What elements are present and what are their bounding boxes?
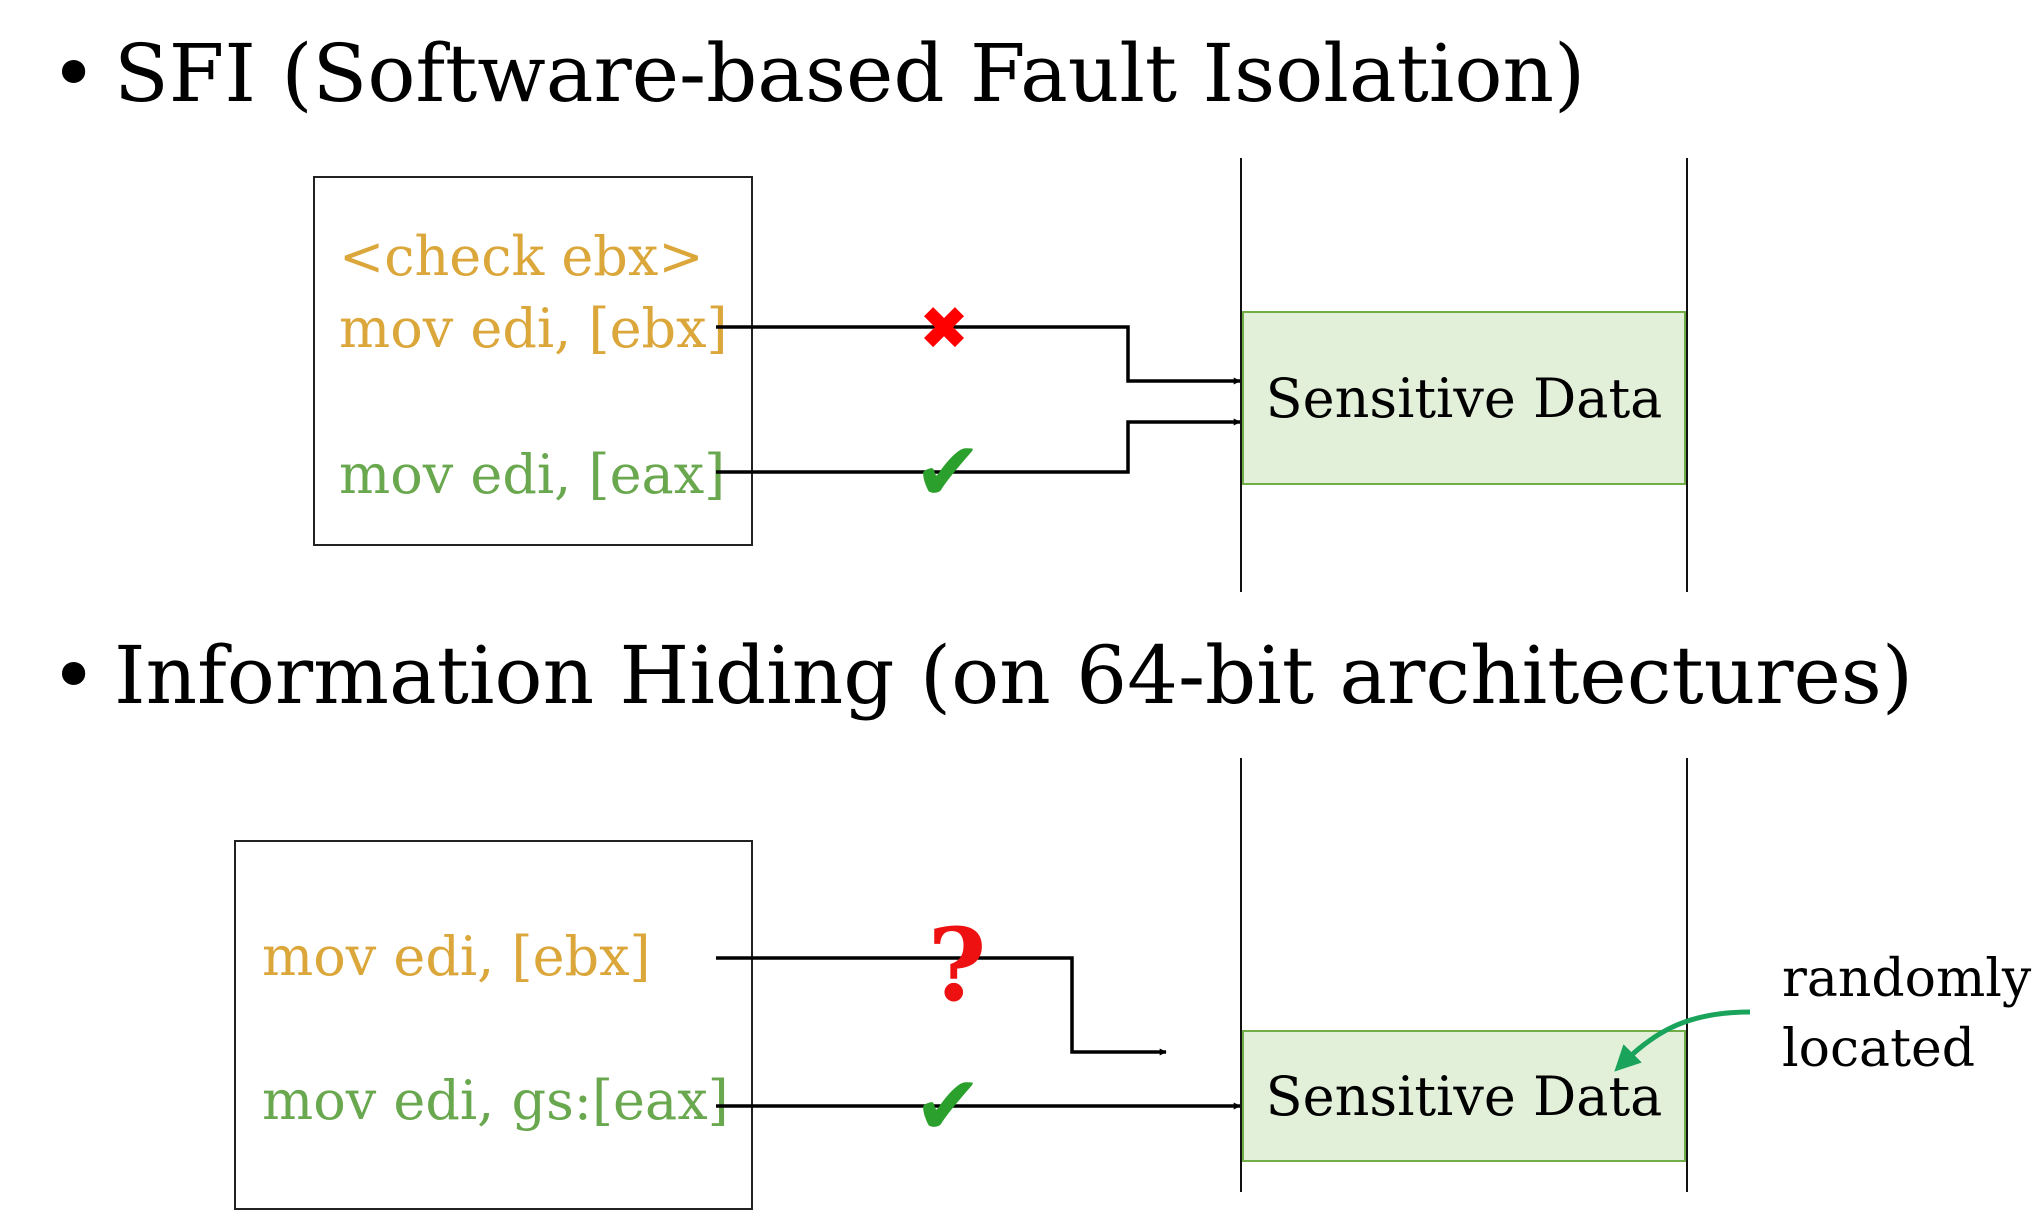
sfi-code-line-mov-ebx: mov edi, [ebx] (339, 297, 728, 360)
randomly-located-arrow (1614, 1009, 1751, 1072)
sfi-checked-access-arrow (716, 418, 1241, 474)
info-hiding-code-line-mov-gs-eax: mov edi, gs:[eax] (262, 1069, 729, 1132)
info-hiding-code-line-mov-ebx: mov edi, [ebx] (262, 925, 651, 988)
cross-mark-icon: ✖ (919, 294, 969, 364)
sfi-code-box: <check ebx> mov edi, [ebx] mov edi, [eax… (313, 176, 753, 546)
randomly-located-note: randomly located (1782, 944, 2031, 1084)
sfi-sensitive-data-label: Sensitive Data (1265, 366, 1663, 430)
sfi-memory-right-boundary (1686, 158, 1688, 592)
note-line-1: randomly (1782, 949, 2032, 1009)
sfi-sensitive-data-box: Sensitive Data (1242, 311, 1686, 485)
sfi-bullet: • (50, 27, 98, 120)
sfi-code-line-mov-eax: mov edi, [eax] (339, 443, 726, 506)
sfi-unchecked-access-arrow (716, 325, 1241, 385)
info-hiding-unknown-access-arrow (716, 956, 1167, 1056)
sfi-code-line-check: <check ebx> (339, 225, 704, 288)
info-hiding-memory-right-boundary (1686, 758, 1688, 1192)
check-mark-icon: ✔ (914, 425, 983, 520)
info-hiding-sensitive-data-box: Sensitive Data (1242, 1030, 1686, 1162)
info-hiding-code-box: mov edi, [ebx] mov edi, gs:[eax] (234, 840, 753, 1210)
sfi-heading-text: SFI (Software-based Fault Isolation) (114, 27, 1586, 120)
note-line-2: located (1782, 1019, 1976, 1080)
info-hiding-heading-text: Information Hiding (on 64-bit architectu… (114, 629, 1914, 722)
question-mark-icon: ? (928, 906, 987, 1024)
info-hiding-memory-left-boundary (1240, 758, 1242, 1192)
info-hiding-bullet: • (50, 629, 98, 722)
sfi-memory-left-boundary (1240, 158, 1242, 592)
sfi-heading: •SFI (Software-based Fault Isolation) (50, 34, 1585, 114)
info-hiding-heading: •Information Hiding (on 64-bit architect… (50, 636, 1913, 716)
info-hiding-sensitive-data-label: Sensitive Data (1265, 1064, 1663, 1128)
check-mark-icon-2: ✔ (914, 1059, 983, 1154)
